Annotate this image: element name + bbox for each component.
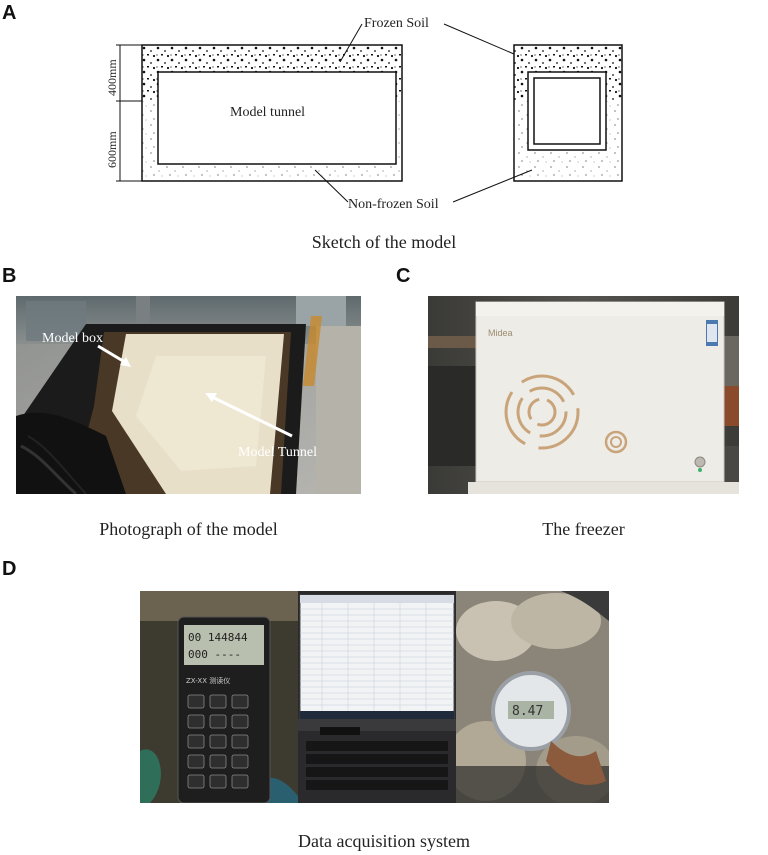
label-model-tunnel: Model tunnel: [230, 105, 305, 120]
reader-keypad: [187, 694, 249, 789]
dial-gauge-photo: 8.47: [456, 591, 609, 803]
laptop-photo: [298, 591, 456, 803]
cross-section-box: [513, 44, 623, 182]
reader-line-1: 00 144844: [188, 631, 248, 644]
spreadsheet-grid: [300, 603, 454, 711]
freezer-body: [475, 301, 725, 483]
cross-section-tunnel-inner: [533, 77, 601, 145]
model-photograph: Model box Model Tunnel: [16, 296, 361, 494]
model-tunnel-shape: [157, 71, 397, 165]
reader-line-2: 000 ----: [188, 648, 241, 661]
reader-model: ZX-XX 测读仪: [186, 676, 230, 685]
caption-d: Data acquisition system: [298, 831, 470, 851]
panel-letter-b: B: [2, 265, 17, 287]
freezer-brand: Midea: [488, 328, 513, 338]
freezer-photograph: Midea: [428, 296, 739, 494]
label-non-frozen-soil: Non-frozen Soil: [348, 197, 439, 210]
label-frozen-soil: Frozen Soil: [364, 16, 429, 31]
model-sketch: Model tunnel 400mm 600mm Frozen Soil Non…: [105, 16, 623, 210]
panel-letter-a: A: [2, 2, 17, 24]
panel-letter-d: D: [2, 558, 17, 580]
dim-600mm: 600mm: [105, 131, 119, 168]
label-model-tunnel-photo: Model Tunnel: [238, 445, 317, 460]
readout-device-photo: 00 144844 000 ---- ZX-XX 测读仪: [140, 591, 298, 803]
dim-400mm: 400mm: [105, 59, 119, 96]
label-model-box: Model box: [42, 331, 103, 346]
caption-c: The freezer: [542, 519, 625, 539]
laptop-keyboard: [306, 741, 448, 790]
gauge-readout: 8.47: [512, 704, 543, 719]
caption-a: Sketch of the model: [311, 232, 457, 252]
caption-b: Photograph of the model: [99, 519, 278, 539]
panel-letter-c: C: [396, 265, 411, 287]
cross-section-tunnel-outer: [527, 71, 607, 151]
